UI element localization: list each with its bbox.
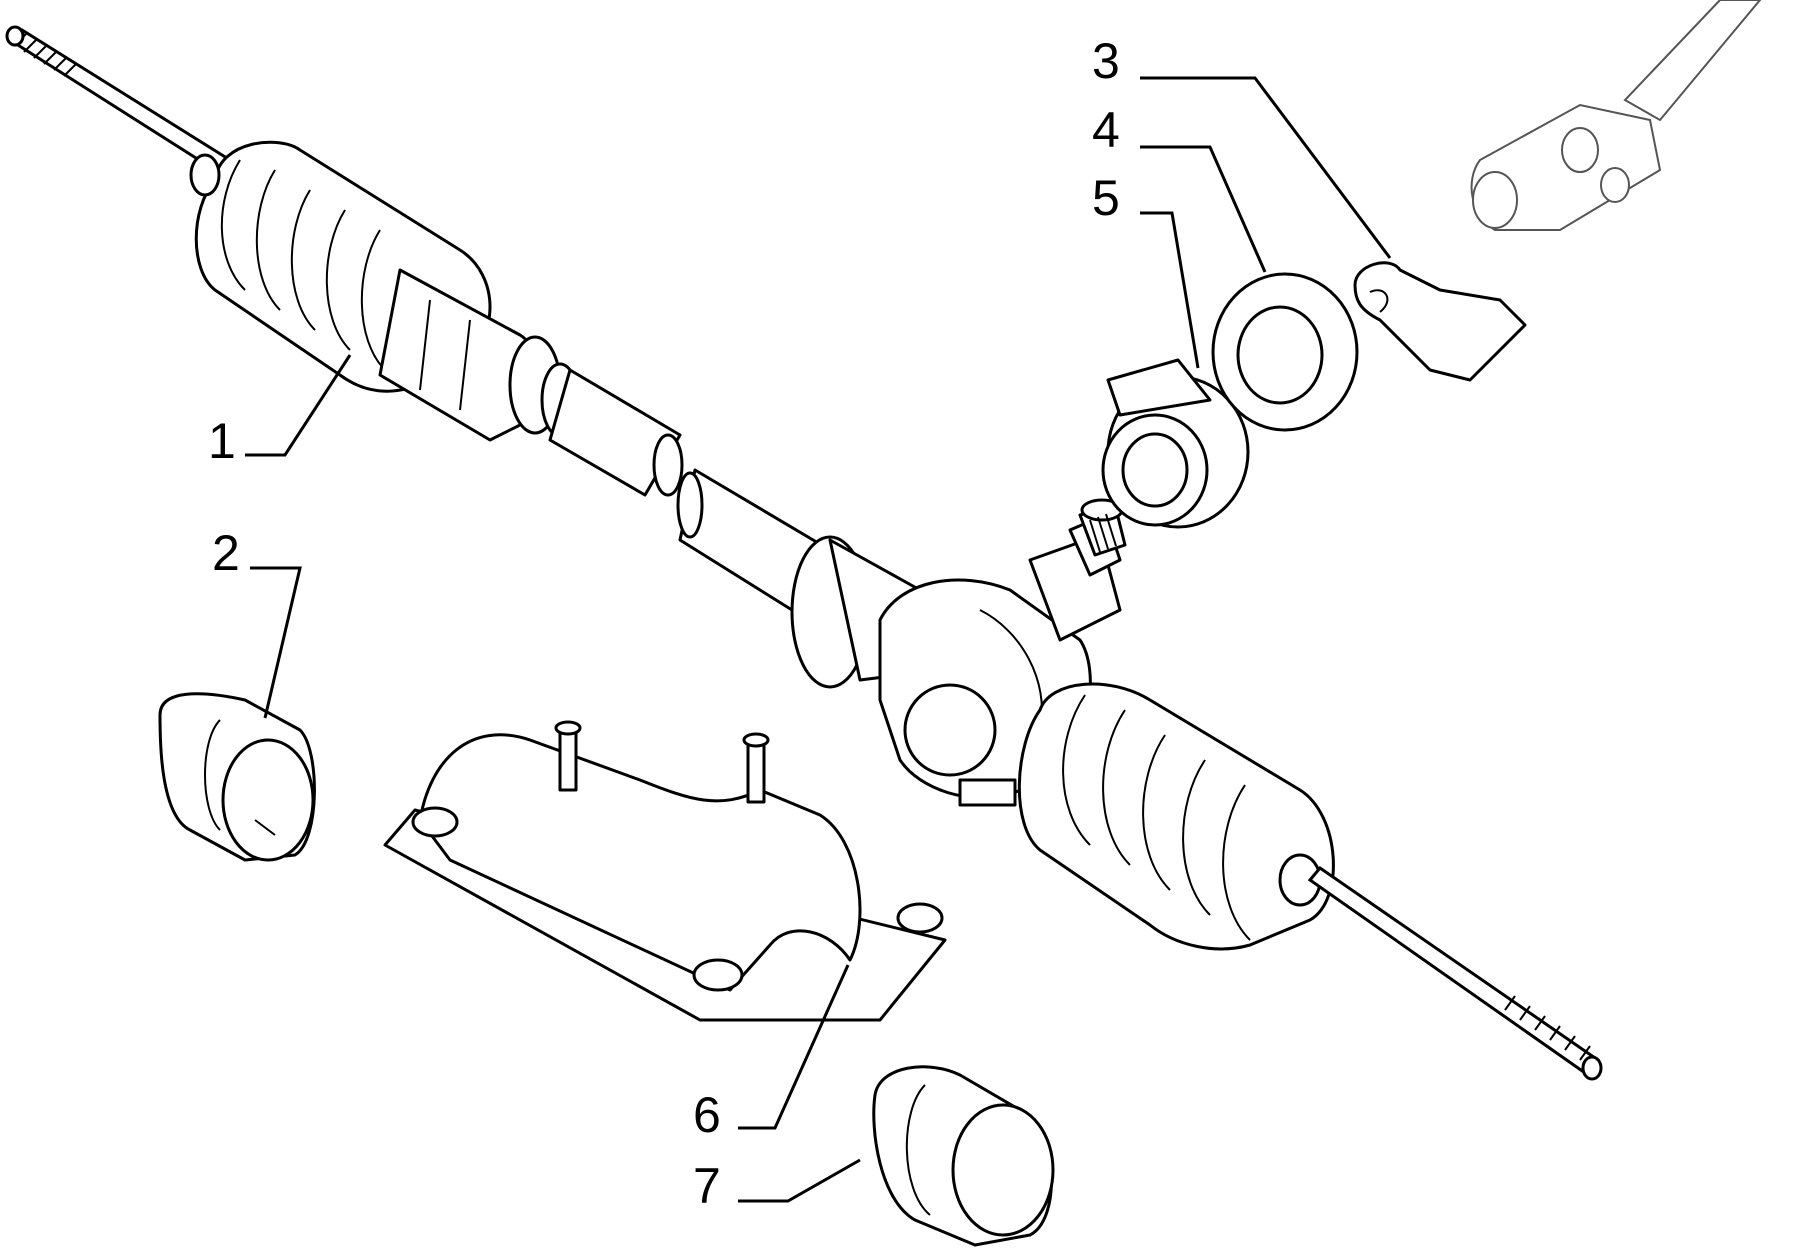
callout-5: 5 [1092,170,1120,226]
rubber-bush-lower [872,1065,1055,1247]
callout-7: 7 [693,1158,721,1214]
leader-4 [1140,145,1267,273]
callout-4: 4 [1092,102,1120,158]
right-bellows-boot [1017,682,1335,951]
leader-2 [250,566,302,719]
leader-6 [738,964,850,1130]
pinion-shaft [1028,498,1127,642]
callout-3: 3 [1092,33,1120,89]
right-tie-rod [1307,865,1603,1081]
callout-2: 2 [212,525,240,581]
left-tie-rod [5,25,233,174]
rubber-bush-upper [158,692,316,862]
rack-tube-left [548,368,684,497]
leader-1 [245,354,352,457]
rack-tube-right [676,468,832,617]
steering-column-universal-joint [1470,0,1762,231]
seal-ring [1211,272,1359,432]
flanged-bush [1101,358,1250,529]
callout-1: 1 [208,413,236,469]
shaft-clamp [1353,261,1527,382]
leader-7 [738,1158,861,1203]
callout-6: 6 [693,1087,721,1143]
left-rack-collar [378,268,580,442]
leader-5 [1140,211,1200,369]
mounting-bracket [383,720,947,1022]
leader-lines [245,76,1392,1203]
leader-3 [1140,76,1392,259]
